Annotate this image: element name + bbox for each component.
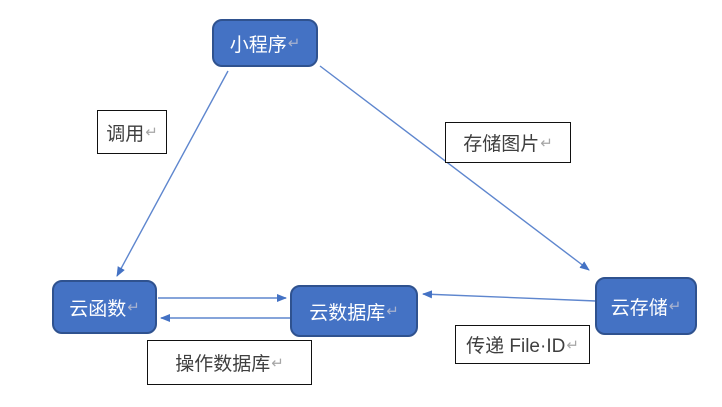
edge-label-pass-file-id-label: 传递 File·ID (466, 336, 566, 357)
return-mark-icon: ↵ (540, 134, 553, 152)
node-miniprogram[interactable]: 小程序↵ (212, 19, 318, 67)
return-mark-icon: ↵ (127, 299, 140, 316)
return-mark-icon: ↵ (386, 303, 399, 320)
edge-label-operate-database-label: 操作数据库 (175, 354, 271, 375)
node-cloud-function-label: 云函数 (69, 298, 127, 320)
return-mark-icon: ↵ (287, 35, 301, 52)
node-cloud-storage-label: 云存储 (610, 297, 668, 319)
return-mark-icon: ↵ (145, 124, 158, 141)
edge-label-pass-file-id[interactable]: 传递 File·ID↵ (455, 325, 590, 364)
edge-label-store-image[interactable]: 存储图片↵ (445, 122, 571, 163)
edge-label-call[interactable]: 调用↵ (97, 110, 167, 154)
edge-miniprogram-to-storage (319, 65, 590, 271)
return-mark-icon: ↵ (668, 298, 682, 315)
edge-label-operate-database[interactable]: 操作数据库↵ (147, 340, 312, 385)
node-cloud-database-label: 云数据库 (309, 302, 386, 324)
node-cloud-function[interactable]: 云函数↵ (52, 280, 157, 334)
edge-label-call-label: 调用 (106, 123, 145, 145)
return-mark-icon: ↵ (566, 336, 579, 354)
node-cloud-storage[interactable]: 云存储↵ (595, 277, 697, 335)
edge-label-store-image-label: 存储图片 (463, 134, 540, 155)
return-mark-icon: ↵ (271, 354, 284, 372)
edge-miniprogram-to-function (116, 70, 229, 277)
node-cloud-database[interactable]: 云数据库↵ (290, 285, 418, 337)
edge-storage-to-database (422, 290, 597, 302)
node-miniprogram-label: 小程序 (229, 34, 287, 56)
